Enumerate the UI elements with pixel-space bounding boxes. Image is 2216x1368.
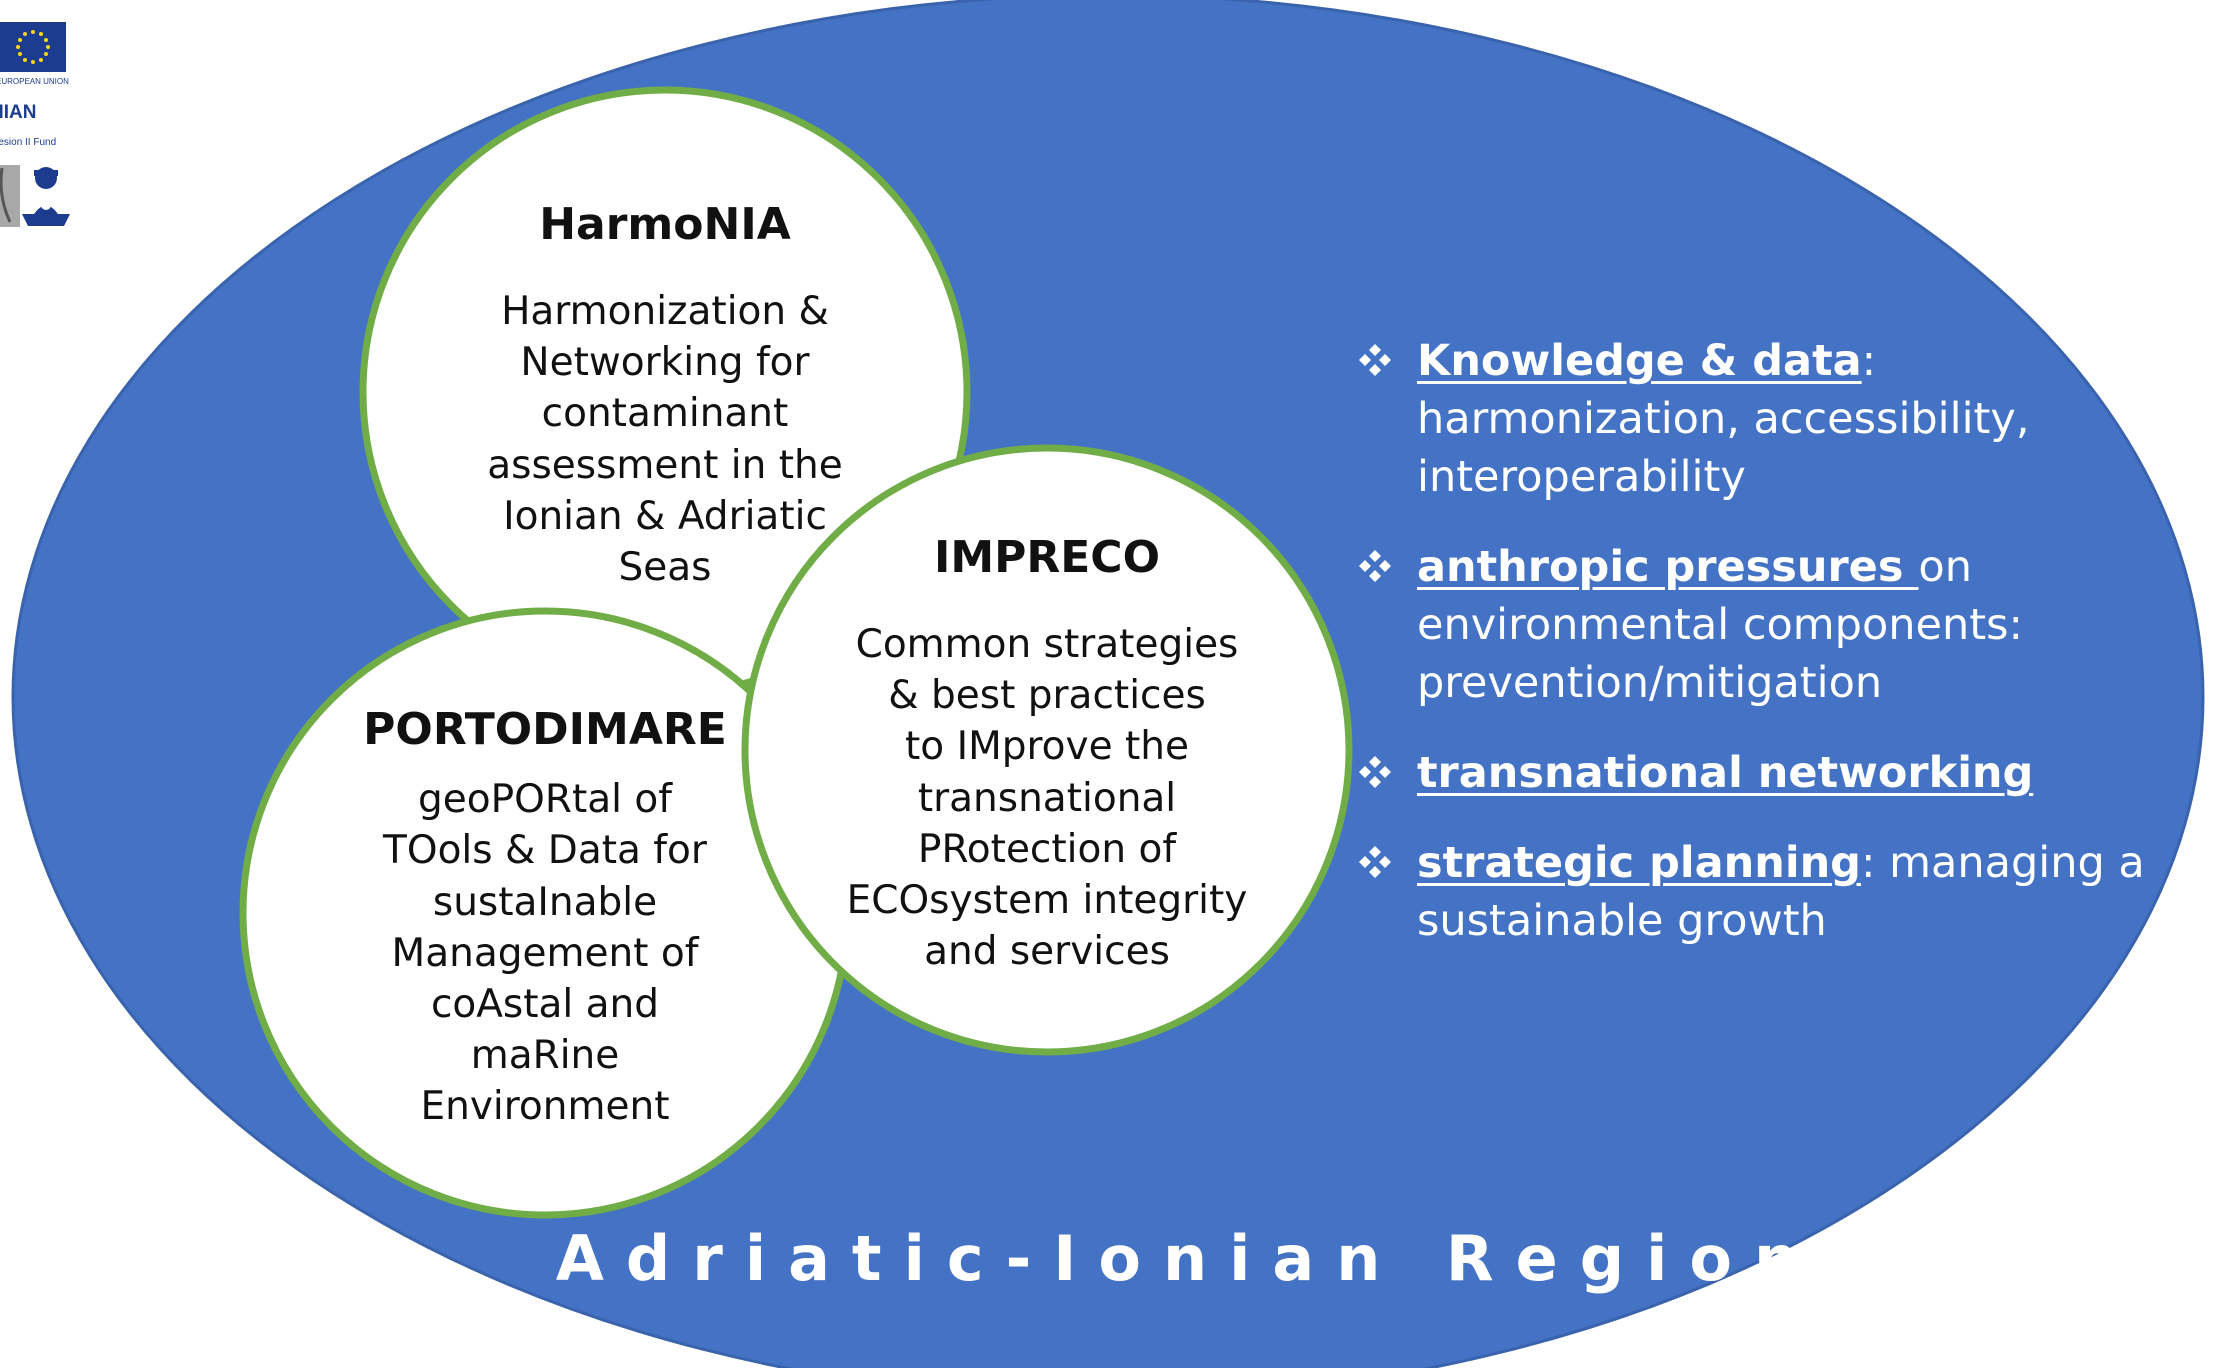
four-diamond-bullet-icon: [1359, 550, 1391, 582]
bullet-item: anthropic pressures on environmental com…: [1355, 538, 2175, 712]
harmonia-line: Seas: [619, 545, 712, 590]
emblem-logo: [0, 165, 70, 227]
four-diamond-bullet-icon: [1359, 846, 1391, 878]
portodimare-line: coAstal and: [431, 982, 659, 1027]
four-diamond-bullet-icon: [1359, 756, 1391, 788]
bullet-list: Knowledge & data: harmonization, accessi…: [1355, 332, 2175, 982]
portodimare-line: geoPORtal of: [418, 777, 673, 822]
bullet-item: transnational networking: [1355, 744, 2175, 802]
harmonia-description: Harmonization & Networking for contamina…: [487, 289, 843, 590]
impreco-line: Common strategies: [856, 622, 1239, 667]
bullet-item: Knowledge & data: harmonization, accessi…: [1355, 332, 2175, 506]
impreco-circle: [741, 444, 1353, 1056]
four-diamond-bullet-icon: [1359, 344, 1391, 376]
impreco-line: & best practices: [888, 673, 1206, 718]
bullet-key: strategic planning: [1417, 838, 1861, 888]
harmonia-line: Networking for: [520, 340, 810, 385]
harmonia-title: HarmoNIA: [539, 199, 791, 250]
eu-caption: EUROPEAN UNION: [0, 77, 69, 86]
impreco-line: transnational: [918, 776, 1176, 821]
portodimare-description: geoPORtal of TOols & Data for sustaInabl…: [382, 777, 708, 1129]
portodimare-line: TOols & Data for: [382, 828, 708, 873]
harmonia-line: assessment in the: [487, 443, 843, 488]
impreco-line: ECOsystem integrity: [847, 878, 1248, 923]
eu-flag-logo: [0, 22, 66, 72]
bullet-key: anthropic pressures: [1417, 542, 1919, 592]
portodimare-line: Management of: [392, 931, 700, 976]
region-label: Adriatic-Ionian Region: [555, 1222, 1821, 1295]
bullet-key: Knowledge & data: [1417, 336, 1862, 386]
bullet-key: transnational networking: [1417, 748, 2034, 798]
portodimare-line: sustaInable: [433, 880, 657, 925]
portodimare-line: Environment: [420, 1084, 669, 1129]
fund-caption: Cohesion II Fund: [0, 137, 56, 148]
impreco-line: and services: [924, 929, 1170, 974]
bullet-rest: : harmonization, accessibility, interope…: [1417, 336, 2030, 502]
impreco-line: PRotection of: [918, 827, 1177, 872]
impreco-title: IMPRECO: [934, 532, 1160, 583]
portodimare-line: maRine: [471, 1033, 620, 1078]
harmonia-line: Ionian & Adriatic: [503, 494, 827, 539]
impreco-line: to IMprove the: [905, 724, 1189, 769]
harmonia-line: Harmonization &: [501, 289, 829, 334]
bullet-rest: on environmental components: prevention/…: [1417, 542, 2023, 708]
bullet-item: strategic planning: managing a sustainab…: [1355, 834, 2175, 950]
harmonia-line: contaminant: [542, 391, 789, 436]
portodimare-title: PORTODIMARE: [363, 704, 727, 755]
impreco-description: Common strategies & best practices to IM…: [847, 622, 1248, 974]
bullet-rest: : managing a sustainable growth: [1417, 838, 2145, 946]
